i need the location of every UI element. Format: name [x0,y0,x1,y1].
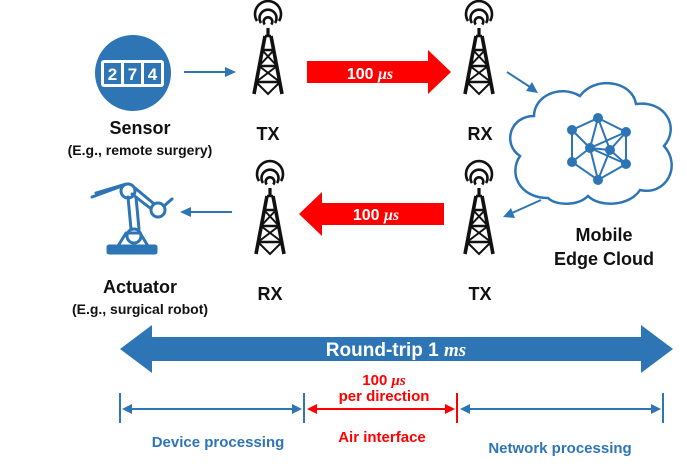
air-budget-per-direction: per direction [339,388,430,405]
round-trip-arrow: Round-trip 1 ms [120,325,673,373]
robot-arm-icon [90,182,174,255]
downlink-arrow: 100 μs [299,192,444,236]
rx-to-cloud-arrow [506,71,538,93]
actuator-example: (E.g., surgical robot) [72,301,208,317]
uplink-arrow: 100 μs [307,50,451,94]
actuator-label: Actuator [103,277,177,297]
air-budget-value: 100 μs [362,372,406,389]
cloud-icon [509,82,673,205]
tower-bottom-right-label: TX [468,284,491,304]
uplink-latency: 100 μs [347,66,393,83]
sensor-digit: 4 [148,65,158,84]
sensor-to-tx-arrow [184,67,236,77]
sensor-icon: 2 7 4 [95,35,171,111]
tower-icon [463,159,495,256]
sensor-digit: 7 [128,65,137,84]
cloud-label-line2: Edge Cloud [554,249,654,269]
tower-icon [252,0,284,96]
round-trip-label: Round-trip 1 ms [326,340,466,361]
downlink-latency: 100 μs [353,207,399,224]
sensor-label: Sensor [109,118,170,138]
cloud-label-line1: Mobile [576,225,633,245]
tower-top-left-label: TX [256,124,279,144]
air-interface-bracket [307,393,458,423]
tower-top-right-label: RX [467,124,492,144]
tower-icon [254,159,286,256]
network-processing-bracket [460,393,664,423]
network-processing-label: Network processing [488,440,631,457]
device-processing-bracket [119,393,305,423]
sensor-example: (E.g., remote surgery) [68,142,213,158]
sensor-digit: 2 [108,65,117,84]
rx-to-actuator-arrow [180,207,232,217]
cloud-to-tx-arrow [503,199,542,218]
device-processing-label: Device processing [152,434,285,451]
tower-bottom-left-label: RX [257,284,282,304]
air-interface-label: Air interface [338,429,426,446]
tower-icon [463,0,495,96]
